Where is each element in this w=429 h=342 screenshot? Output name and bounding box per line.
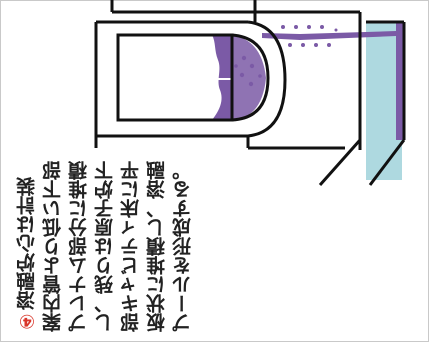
- break-lines: [318, 139, 406, 186]
- melt-spread-layer: [262, 31, 396, 40]
- cavity-floor: [94, 136, 345, 150]
- caption-body: 溶融炉心は計装案内管より低い下部プレナム部分に堆積し、残りは原子炉下部キャビティ…: [16, 161, 194, 332]
- reactor-vessel: [116, 20, 287, 138]
- caption-text: ④溶融炉心は計装案内管より低い下部プレナム部分に堆積し、残りは原子炉下部キャビテ…: [14, 160, 272, 332]
- step-number: ④: [16, 310, 38, 332]
- top-pipe: [110, 0, 257, 14]
- lower-plenum-melt: [212, 35, 266, 120]
- cavity-outline: [94, 10, 406, 140]
- melt-pool-strip: [396, 22, 404, 140]
